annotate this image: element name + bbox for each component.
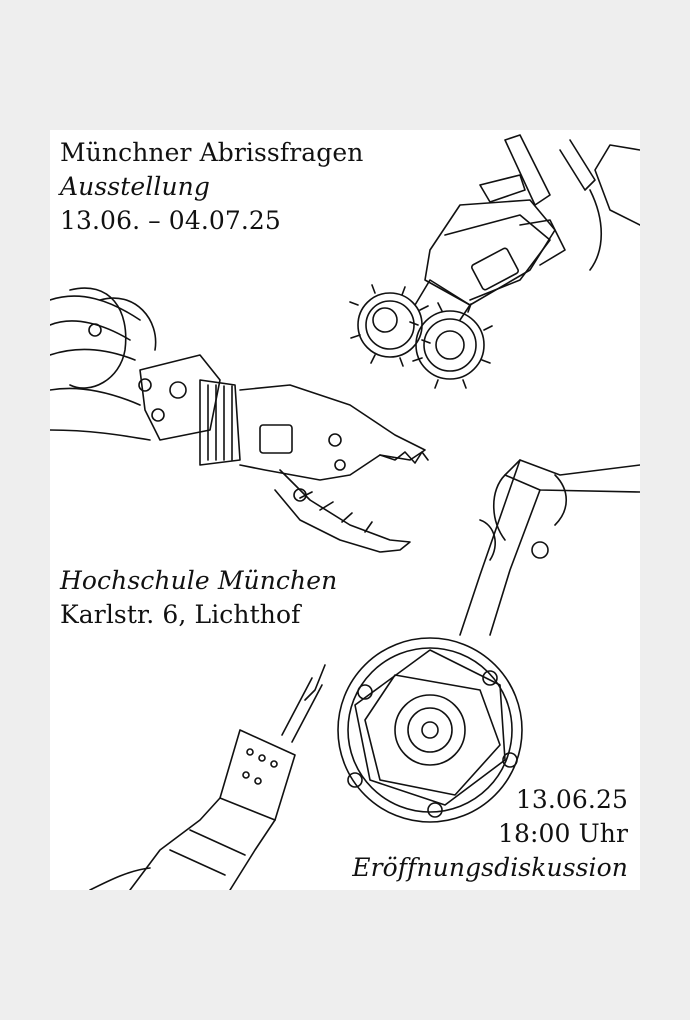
venue-info: Hochschule München Karlstr. 6, Lichthof: [60, 564, 337, 632]
milling-drum-icon: [349, 134, 640, 389]
event-date: 13.06.25: [515, 785, 628, 814]
exhibition-type: Ausstellung: [60, 172, 210, 201]
event-time: 18:00 Uhr: [497, 819, 628, 848]
exhibition-poster: Münchner Abrissfragen Ausstellung 13.06.…: [50, 130, 640, 890]
opening-event-info: 13.06.25 18:00 Uhr Eröffnungsdiskussion: [352, 783, 628, 885]
saw-wheel-icon: [337, 459, 640, 823]
demolition-shear-icon: [50, 287, 429, 553]
venue-name: Hochschule München: [60, 566, 338, 595]
venue-address: Karlstr. 6, Lichthof: [60, 600, 301, 629]
exhibition-info: Münchner Abrissfragen Ausstellung 13.06.…: [60, 136, 363, 238]
exhibition-title: Münchner Abrissfragen: [60, 138, 364, 167]
machinery-illustrations: [50, 134, 640, 890]
hydraulic-hammer-icon: [89, 664, 326, 890]
event-name: Eröffnungsdiskussion: [352, 853, 628, 882]
exhibition-dates: 13.06. – 04.07.25: [60, 206, 281, 235]
